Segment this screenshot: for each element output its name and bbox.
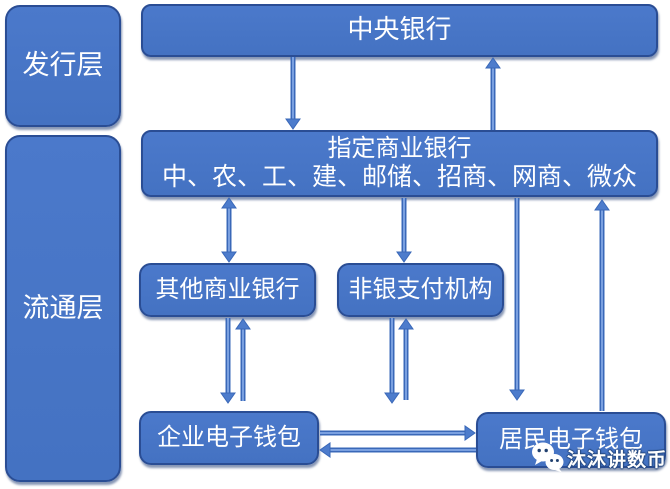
layer-label-issuance: 发行层 bbox=[22, 50, 104, 82]
node-central-bank: 中央银行 bbox=[141, 4, 658, 57]
node-label: 其他商业银行 bbox=[155, 275, 300, 304]
node-label: 居民电子钱包 bbox=[499, 425, 643, 454]
edge-designated-banks--nonbank-payment bbox=[396, 198, 412, 263]
edge-enterprise-wallet--other-banks bbox=[235, 318, 251, 401]
node-resident-wallet: 居民电子钱包 bbox=[476, 412, 666, 468]
node-nonbank-payment: 非银支付机构 bbox=[337, 263, 504, 317]
node-enterprise-wallet: 企业电子钱包 bbox=[139, 411, 319, 465]
edge-designated-banks--resident-wallet bbox=[509, 198, 525, 401]
node-label: 企业电子钱包 bbox=[157, 423, 301, 452]
edge-other-banks--enterprise-wallet bbox=[220, 318, 236, 404]
edge-designated-banks--other-banks bbox=[221, 197, 237, 263]
node-label: 中央银行 bbox=[347, 14, 452, 45]
edge-nonbank-payment--wallets bbox=[384, 318, 400, 404]
edge-resident-wallet--designated-banks bbox=[594, 199, 610, 411]
layer-box-circulation: 流通层 bbox=[5, 135, 121, 482]
node-sublabel: 中、农、工、建、邮储、招商、网商、微众 bbox=[161, 161, 637, 191]
node-label: 指定商业银行 bbox=[327, 134, 472, 163]
node-designated-banks: 指定商业银行 中、农、工、建、邮储、招商、网商、微众 bbox=[141, 130, 658, 197]
edge-central-bank--designated-banks bbox=[285, 57, 301, 130]
layer-label-circulation: 流通层 bbox=[22, 292, 104, 324]
edge-wallets--nonbank-payment bbox=[398, 318, 414, 400]
node-other-banks: 其他商业银行 bbox=[139, 263, 316, 317]
node-label: 非银支付机构 bbox=[348, 275, 493, 304]
edge-enterprise-wallet--resident-wallet bbox=[320, 425, 476, 441]
edge-designated-banks--central-bank bbox=[485, 57, 501, 130]
edge-resident-wallet--enterprise-wallet bbox=[319, 442, 476, 458]
layer-box-issuance: 发行层 bbox=[5, 5, 121, 127]
